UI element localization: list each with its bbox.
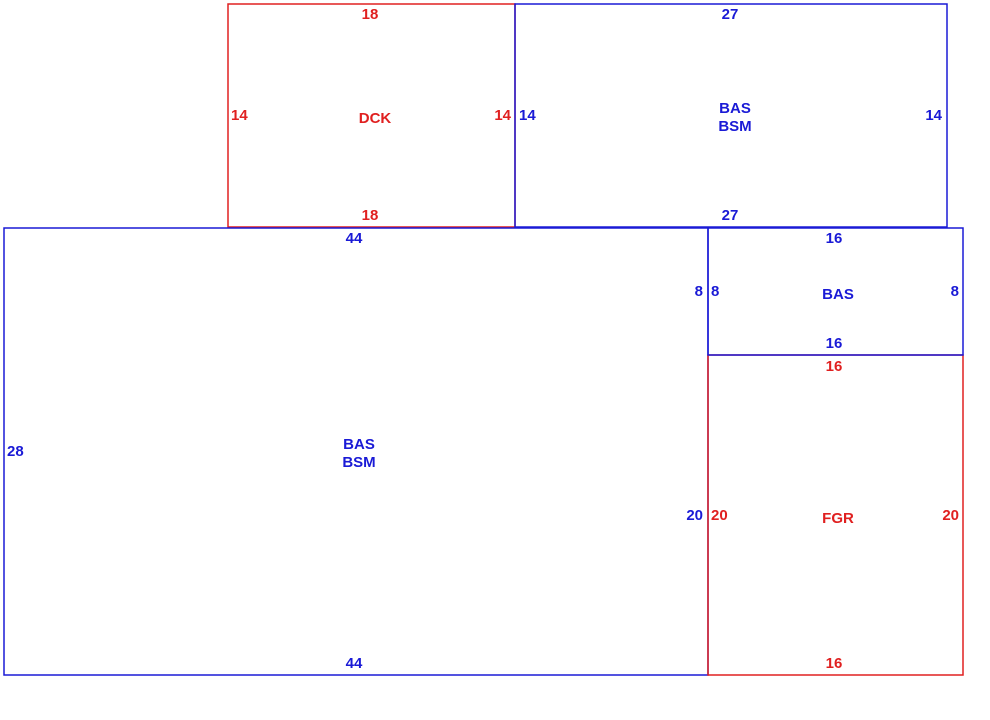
dck-right-dimension: 14 <box>494 107 511 124</box>
fgr-left-dimension: 20 <box>711 507 728 524</box>
bas-bsm-upper-left-dimension: 14 <box>519 107 536 124</box>
bas-bsm-main-name-line1: BAS <box>343 436 375 453</box>
bas-bsm-main-bottom-dimension: 44 <box>346 655 363 672</box>
bas-small-left-dimension: 8 <box>711 283 719 300</box>
fgr-right-dimension: 20 <box>942 507 959 524</box>
dck-area-name: DCK <box>359 110 392 127</box>
bas-bsm-upper-bottom-dimension: 27 <box>722 207 739 224</box>
fgr-area-name: FGR <box>822 510 854 527</box>
bas-bsm-main-name-line2: BSM <box>342 454 375 471</box>
dck-left-dimension: 14 <box>231 107 248 124</box>
bas-bsm-upper-top-dimension: 27 <box>722 6 739 23</box>
dck-top-dimension: 18 <box>362 6 379 23</box>
bas-small-outline <box>707 227 964 356</box>
bas-small-area-name: BAS <box>822 286 854 303</box>
bas-bsm-upper-outline <box>514 3 948 228</box>
bas-bsm-upper-name-line2: BSM <box>718 118 751 135</box>
dck-bottom-dimension: 18 <box>362 207 379 224</box>
fgr-bottom-dimension: 16 <box>826 655 843 672</box>
bas-bsm-main-right-upper-dimension: 8 <box>695 283 703 300</box>
bas-small-right-dimension: 8 <box>951 283 959 300</box>
bas-small-top-dimension: 16 <box>826 230 843 247</box>
bas-bsm-main-right-lower-dimension: 20 <box>686 507 703 524</box>
bas-small-bottom-dimension: 16 <box>826 335 843 352</box>
fgr-top-dimension: 16 <box>826 358 843 375</box>
bas-bsm-upper-name-line1: BAS <box>719 100 751 117</box>
bas-bsm-main-left-dimension: 28 <box>7 443 24 460</box>
bas-bsm-upper-right-dimension: 14 <box>925 107 942 124</box>
bas-bsm-main-top-dimension: 44 <box>346 230 363 247</box>
